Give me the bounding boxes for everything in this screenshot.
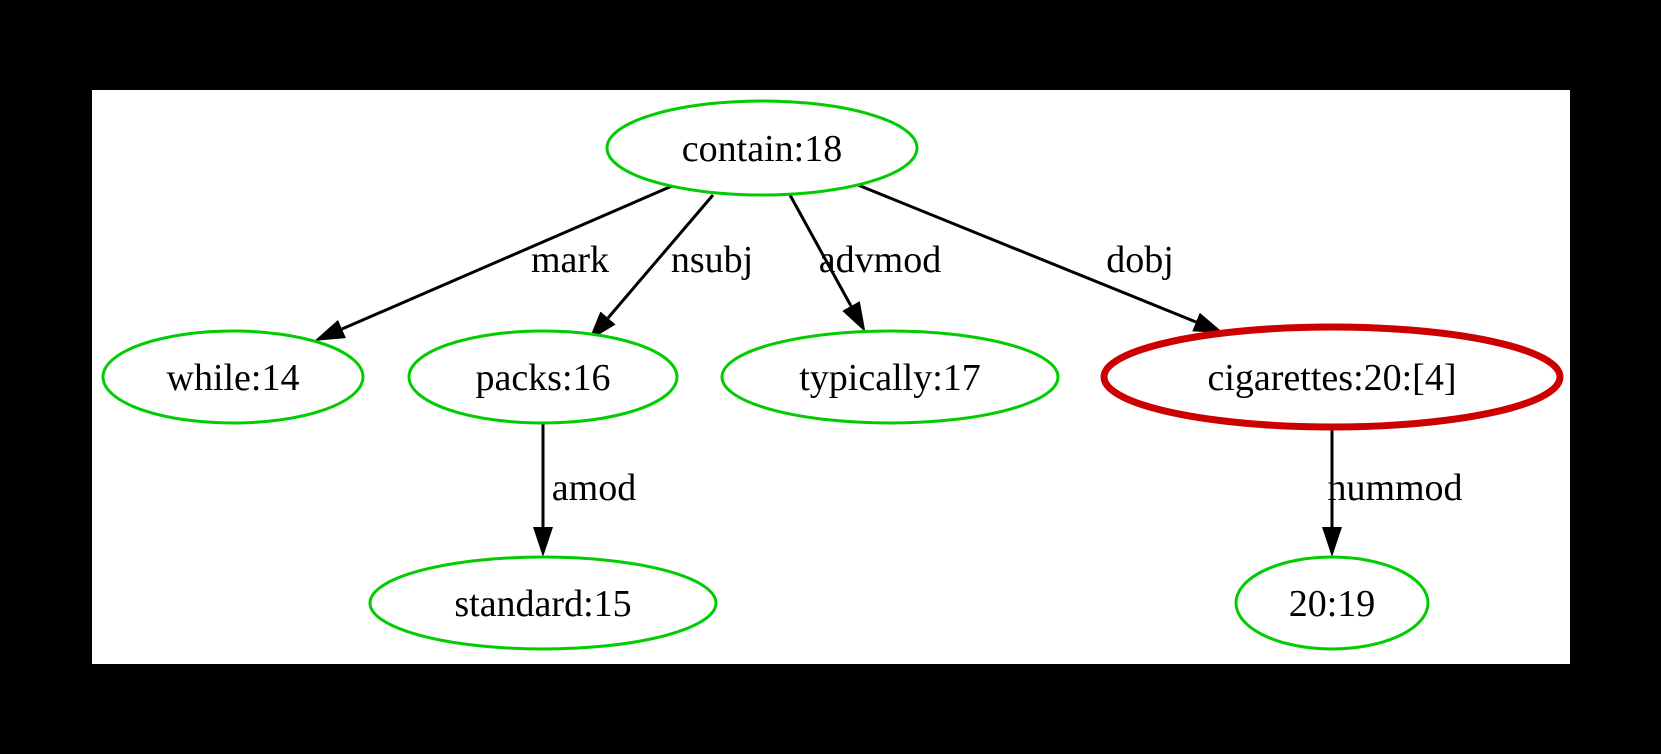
node-label-packs-16: packs:16 <box>475 357 610 399</box>
edge-contain-cigarettes: dobj <box>857 183 1224 334</box>
edge-packs-standard: amod <box>533 423 636 557</box>
node-label-contain-18: contain:18 <box>682 128 842 170</box>
node-typically-17: typically:17 <box>720 329 1060 425</box>
node-label-typically-17: typically:17 <box>799 357 981 399</box>
edge-label-dobj: dobj <box>1106 239 1174 281</box>
edge-label-advmod: advmod <box>819 239 941 281</box>
edge-label-nsubj: nsubj <box>671 239 753 281</box>
edge-line-dobj <box>857 183 1224 334</box>
node-ellipse-contain-18 <box>605 99 919 197</box>
edge-cigarettes-2019: nummod <box>1322 427 1463 557</box>
edge-line-nsubj <box>588 194 715 341</box>
edge-contain-while: mark <box>314 184 673 341</box>
node-ellipse-typically-17 <box>720 329 1060 425</box>
node-20-19: 20:19 <box>1234 555 1430 651</box>
node-contain-18: contain:18 <box>605 99 919 197</box>
node-ellipse-cigarettes-20 <box>1100 323 1564 431</box>
node-label-20-19: 20:19 <box>1289 583 1376 625</box>
node-ellipse-while-14 <box>101 329 365 425</box>
edge-label-amod: amod <box>552 467 636 509</box>
node-ellipse-20-19 <box>1234 555 1430 651</box>
node-standard-15: standard:15 <box>368 555 718 651</box>
node-cigarettes-20: cigarettes:20:[4] <box>1100 323 1564 431</box>
node-label-cigarettes-20: cigarettes:20:[4] <box>1207 357 1456 399</box>
node-label-standard-15: standard:15 <box>454 583 631 625</box>
edge-contain-typically: advmod <box>788 194 941 333</box>
edge-line-mark <box>314 184 673 341</box>
node-label-while-14: while:14 <box>167 357 300 399</box>
node-ellipse-packs-16 <box>407 329 679 425</box>
node-while-14: while:14 <box>101 329 365 425</box>
node-ellipse-standard-15 <box>368 555 718 651</box>
edge-label-mark: mark <box>531 239 609 281</box>
edge-contain-packs: nsubj <box>588 194 753 341</box>
edge-label-nummod: nummod <box>1327 467 1462 509</box>
edge-line-advmod <box>788 194 866 333</box>
node-packs-16: packs:16 <box>407 329 679 425</box>
